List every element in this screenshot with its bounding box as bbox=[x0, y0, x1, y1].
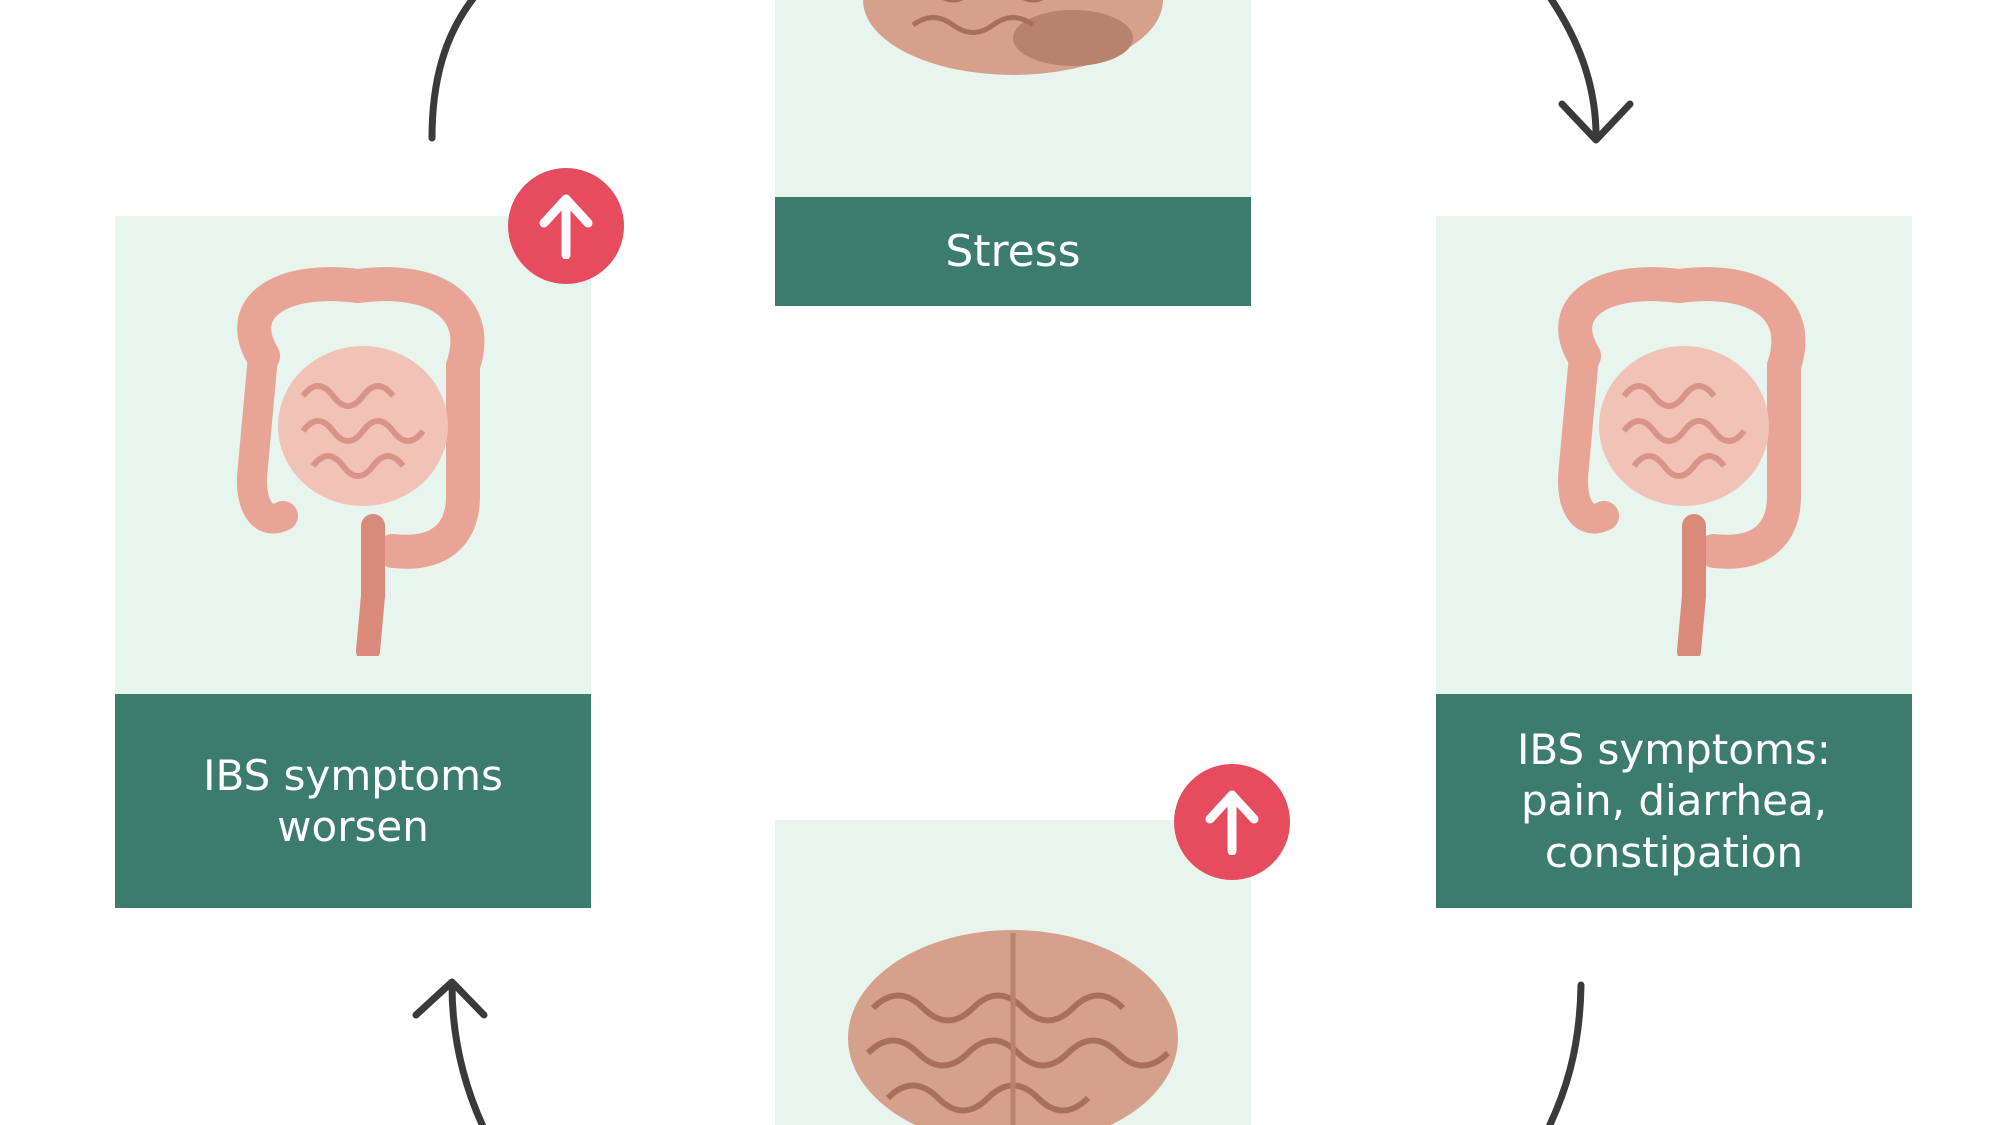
stress-card: Stress bbox=[775, 0, 1251, 306]
increase-badge-bottom bbox=[1174, 764, 1290, 880]
ibs-symptoms-card: IBS symptoms: pain, diarrhea, constipati… bbox=[1436, 216, 1912, 908]
brain-card-bottom bbox=[775, 820, 1251, 1125]
brain-icon bbox=[843, 918, 1183, 1125]
brain-icon bbox=[853, 0, 1173, 90]
arrow-up-icon bbox=[1202, 789, 1262, 855]
ibs-worsen-card: IBS symptoms worsen bbox=[115, 216, 591, 908]
arrow-up-icon bbox=[536, 193, 596, 259]
arrow-brain-to-worsen bbox=[452, 985, 487, 1125]
stress-label: Stress bbox=[775, 197, 1251, 306]
intestine-icon bbox=[1544, 266, 1814, 656]
intestine-icon bbox=[223, 266, 493, 656]
ibs-worsen-label: IBS symptoms worsen bbox=[115, 694, 591, 908]
arrow-worsen-to-stress bbox=[432, 0, 480, 138]
ibs-symptoms-label: IBS symptoms: pain, diarrhea, constipati… bbox=[1436, 694, 1912, 908]
arrow-symptoms-to-brain bbox=[1545, 985, 1581, 1125]
increase-badge-left bbox=[508, 168, 624, 284]
